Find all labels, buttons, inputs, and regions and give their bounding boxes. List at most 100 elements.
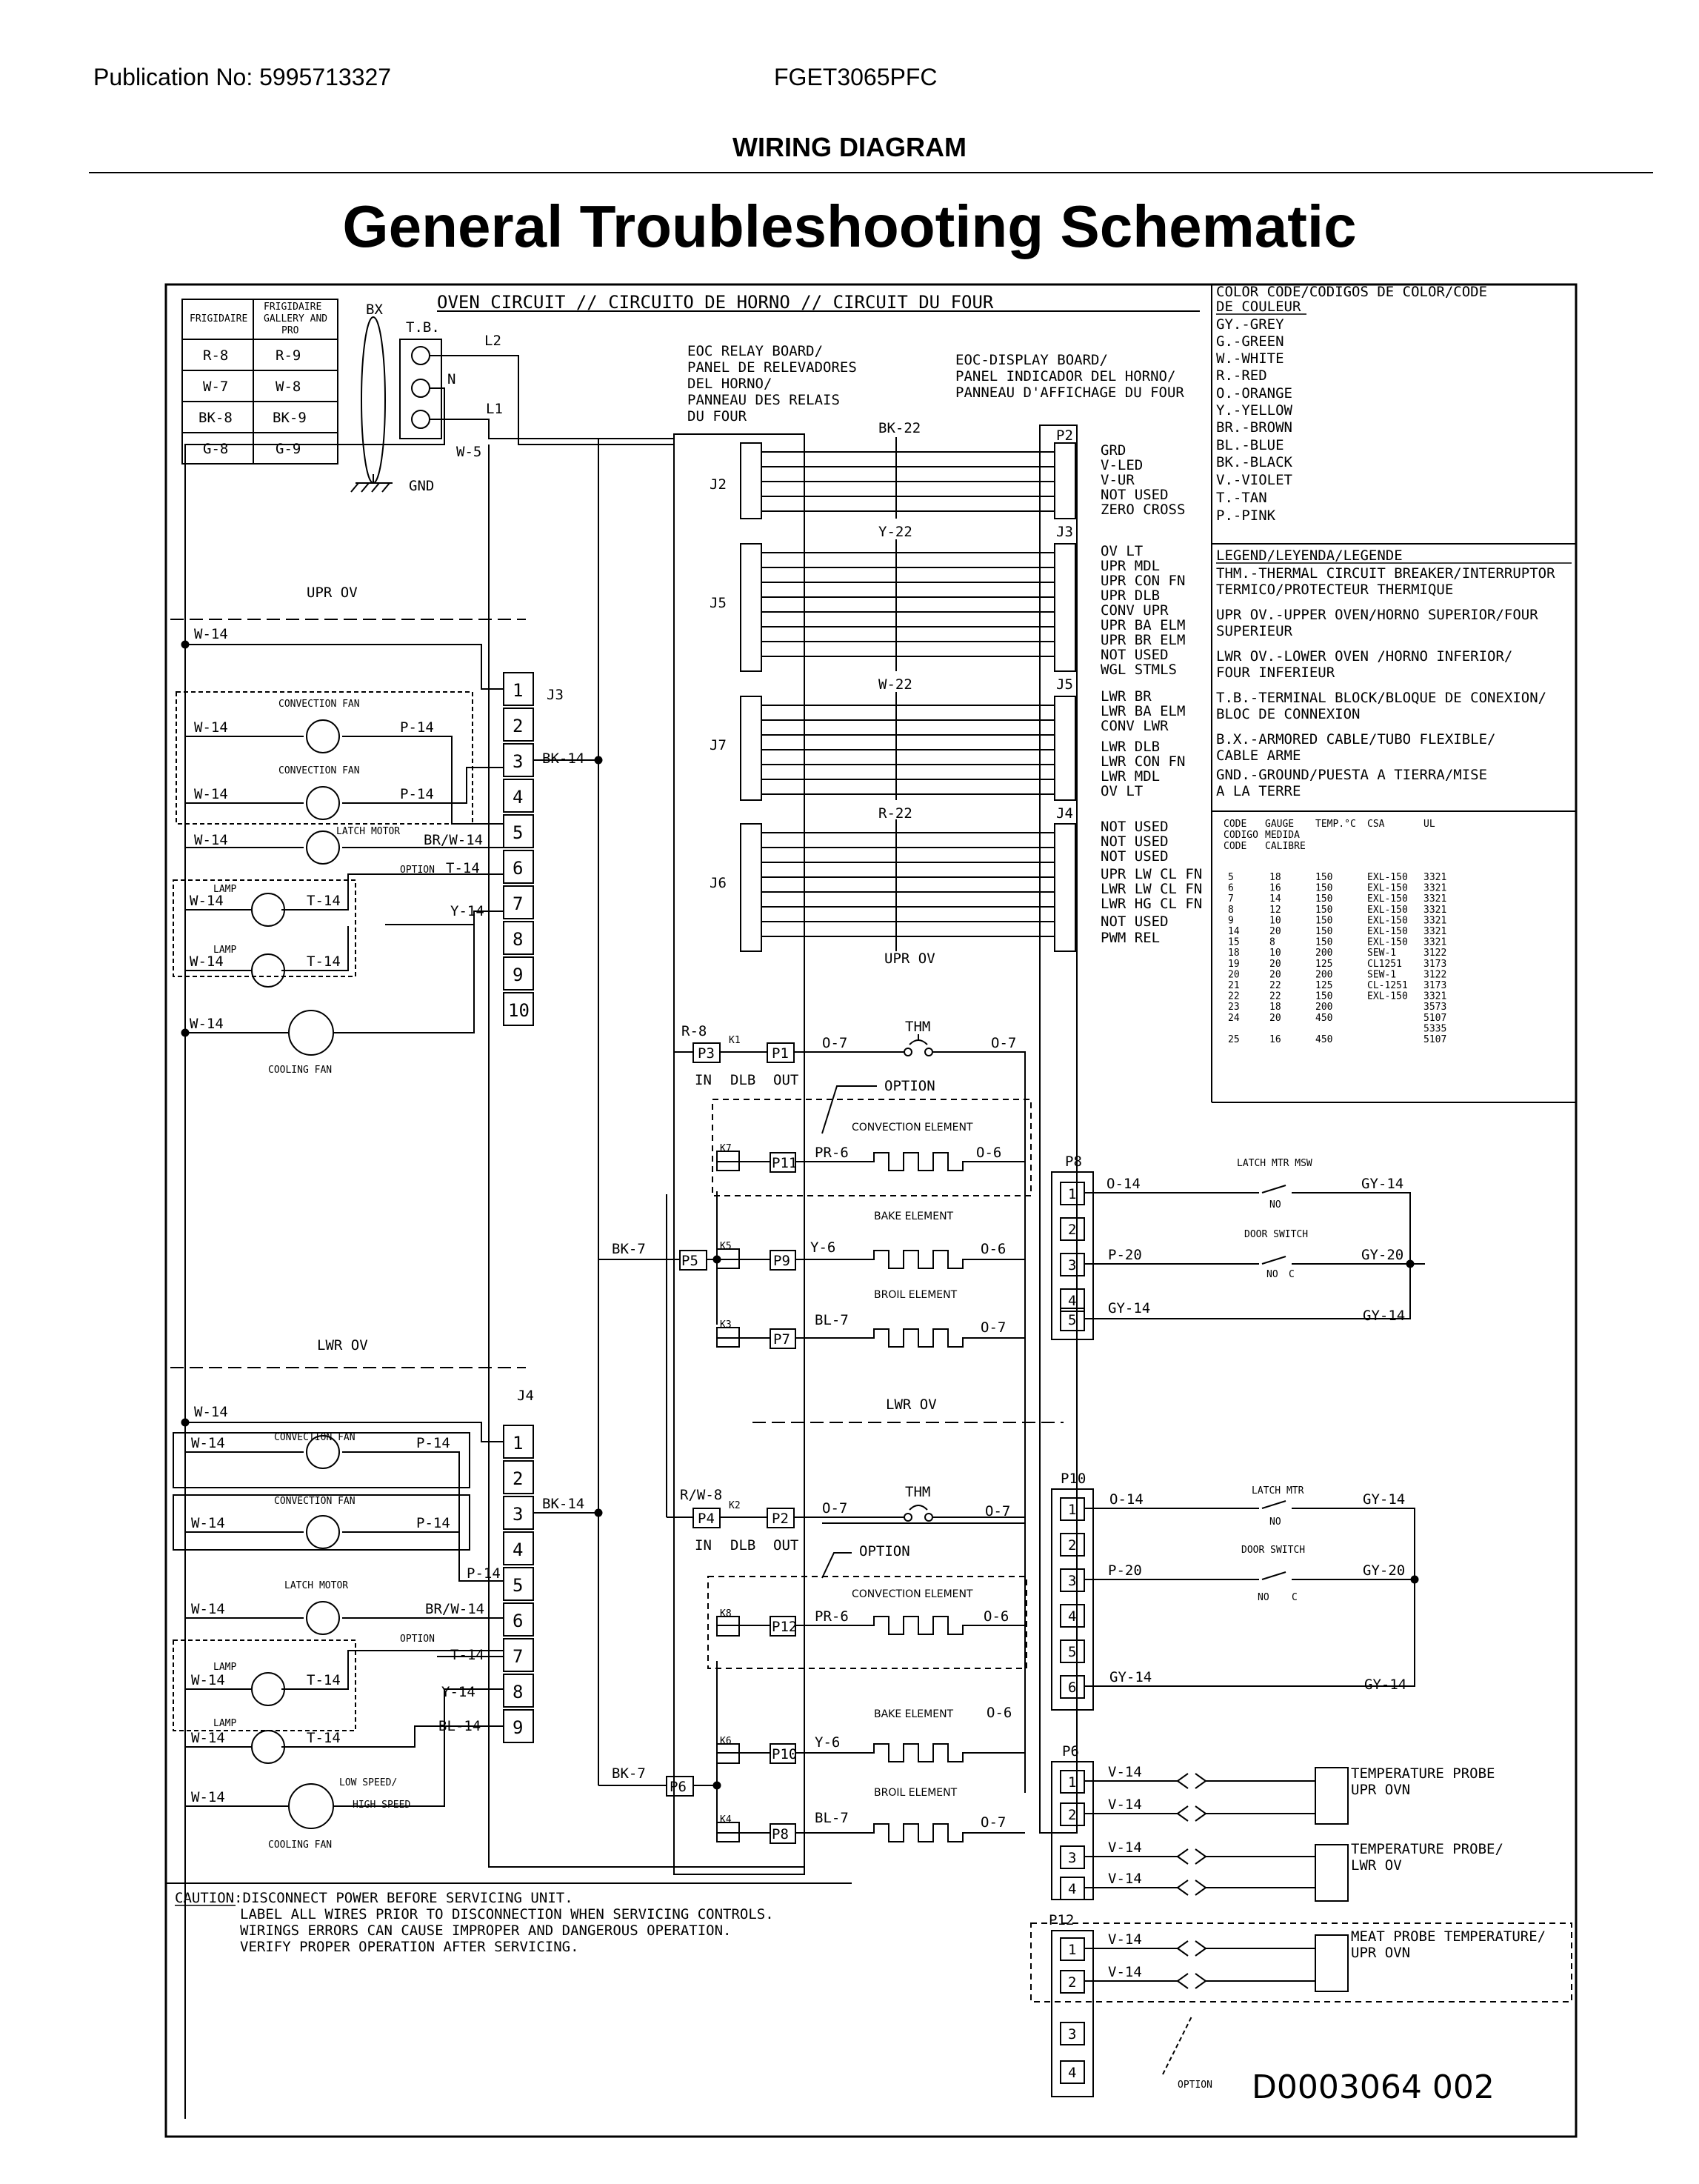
gauge-table-cell: 200 [1315,1002,1332,1013]
supply-cell: BK-8 [198,410,233,426]
j4-pin: NOT USED [1101,833,1169,850]
j3-pin: UPR BA ELM [1101,617,1185,633]
relay-board-label: DU FOUR [687,408,747,425]
j3-pin-number: 3 [513,751,523,772]
j3-connector [503,672,534,1026]
gauge-table-cell: 14 [1228,926,1240,937]
j3-pin-number: 9 [513,965,523,985]
gauge-table-cell: 150 [1315,872,1332,883]
j5-pin: LWR DLB [1101,739,1160,755]
j5-pin: LWR MDL [1101,768,1160,785]
p10-pin-number: 3 [1068,1573,1076,1589]
gauge-table-cell: 150 [1315,937,1332,948]
section-subtitle: WIRING DIAGRAM [732,132,967,162]
wire-o7: O-7 [822,1035,847,1051]
wire-p14: P-14 [400,719,434,736]
wire-gy20: GY-20 [1363,1562,1405,1579]
k2-label: K2 [729,1500,741,1511]
publication-number: Publication No: 5995713327 [93,64,392,90]
p12-pin-number: 4 [1068,2065,1076,2081]
gauge-table-header: CSA [1367,819,1385,830]
door-switch-label: DOOR SWITCH [1244,1229,1308,1240]
wire-o7: O-7 [981,1814,1006,1831]
relay-board-label: PANEL DE RELEVADORES [687,359,857,376]
j4-pin: NOT USED [1101,848,1169,865]
gauge-table-cell: 20 [1228,969,1240,980]
j3-pin: CONV UPR [1101,602,1169,619]
gauge-table-cell: 150 [1315,991,1332,1002]
lamp [251,1672,285,1706]
k4-label: K4 [720,1814,732,1825]
wire-o6: O-6 [976,1145,1001,1161]
color-code-item: Y.-YELLOW [1216,402,1293,419]
wire-y14: Y-14 [450,903,484,919]
gauge-table-cell: 7 [1228,893,1234,905]
wire-o6: O-6 [984,1608,1009,1625]
k6-label: K6 [720,1736,732,1747]
option-label: OPTION [400,865,435,876]
meat-probe-wiring [1084,1934,1349,1992]
p4-label: P4 [698,1511,715,1527]
supply-col-gallery: PRO [281,325,299,336]
p9-label: P9 [773,1253,790,1269]
caution-line: CAUTION:DISCONNECT POWER BEFORE SERVICIN… [175,1890,573,1906]
color-code-item: P.-PINK [1216,507,1276,524]
supply-cell: W-7 [203,379,228,395]
color-code-item: BL.-BLUE [1216,437,1284,453]
wire-o7: O-7 [985,1503,1010,1519]
convection-fan-motor [306,719,340,753]
p10-pin-number: 5 [1068,1644,1076,1660]
legend-line: B.X.-ARMORED CABLE/TUBO FLEXIBLE/ [1216,731,1496,748]
j4-pin: NOT USED [1101,913,1169,930]
p2-pin: V-LED [1101,457,1143,473]
gauge-table-cell: 3321 [1423,893,1446,905]
k5-label: K5 [720,1241,732,1252]
color-code-item: W.-WHITE [1216,350,1284,367]
cooling-fan-motor [288,1010,334,1056]
gauge-table-header: CALIBRE [1265,841,1306,852]
page-title: General Troubleshooting Schematic [342,193,1357,259]
wire-rw8: R/W-8 [680,1487,722,1503]
j5-pin: LWR BA ELM [1101,703,1185,719]
supply-col-frigidaire: FRIGIDAIRE [190,313,247,324]
wire-w14: W-14 [194,1404,228,1420]
j3-pin: WGL STMLS [1101,662,1177,678]
c-label: C [1292,1592,1298,1603]
wire-bk7: BK-7 [612,1765,646,1782]
gauge-table-cell: 22 [1269,991,1281,1002]
in-label: IN [695,1072,712,1088]
p8-relay-label: P8 [772,1826,789,1842]
temp-probe-upr-label: UPR OVN [1351,1782,1410,1798]
gauge-table-cell: 150 [1315,905,1332,916]
p8-pin-number: 1 [1068,1186,1076,1202]
wire-y6: Y-6 [810,1239,835,1256]
p12-pin-number: 3 [1068,2026,1076,2042]
p8-pin-number: 4 [1068,1293,1076,1309]
p8-label: P8 [1065,1153,1082,1170]
out-label: OUT [773,1072,798,1088]
latch-motor [306,1601,340,1635]
w5-label: W-5 [456,444,481,460]
wire-o14: O-14 [1109,1491,1144,1508]
gauge-table-cell: CL-1251 [1367,980,1408,991]
p12-pin-number: 2 [1068,1974,1076,1991]
j3-pin: UPR CON FN [1101,573,1185,589]
gauge-table-cell: 150 [1315,915,1332,926]
wire-v14: V-14 [1108,1764,1142,1780]
bk14-label: BK-14 [542,750,584,767]
lamp [251,953,285,988]
wire-v14: V-14 [1108,1797,1142,1813]
lamp-label: LAMP [213,1662,236,1673]
gauge-table-cell: 200 [1315,948,1332,959]
supply-cell: G-9 [276,441,301,457]
convection-fan-motor [306,1435,340,1469]
wire-t14: T-14 [307,953,341,970]
conv-fan-label: CONVECTION FAN [278,765,360,776]
lamp-label: LAMP [213,945,236,956]
display-board-outline [1039,425,1078,1834]
wire-w14: W-14 [191,1601,225,1617]
j4-pin-number: 3 [513,1504,523,1525]
p6-pin-number: 3 [1068,1850,1076,1866]
p6-pin-number: 4 [1068,1881,1076,1897]
lamp [251,1730,285,1764]
